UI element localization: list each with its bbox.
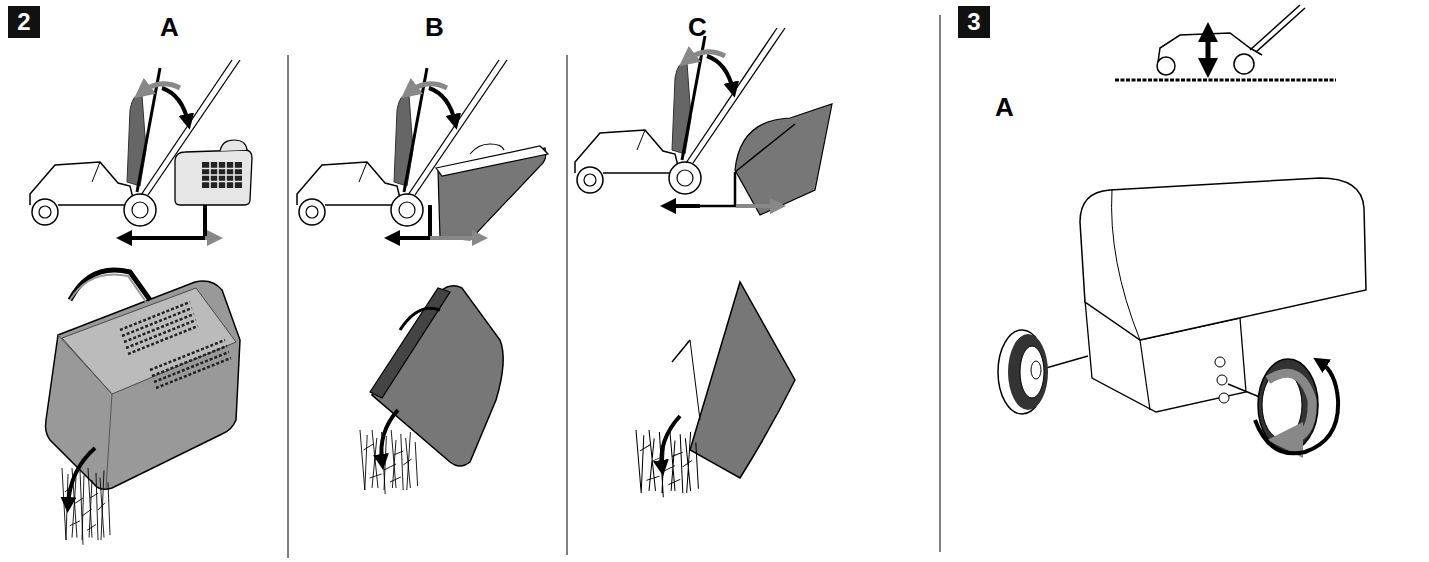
empty-arrow bbox=[661, 416, 680, 468]
panel-letter: C bbox=[688, 14, 707, 40]
remove-arrow bbox=[668, 204, 700, 208]
divider bbox=[940, 15, 941, 552]
grass-bag bbox=[436, 144, 548, 240]
emptying-bag bbox=[672, 282, 795, 478]
remove-arrow bbox=[124, 205, 205, 238]
grass-clippings bbox=[636, 430, 698, 497]
fit-arrow bbox=[205, 236, 215, 240]
remove-arrow bbox=[392, 205, 430, 238]
empty-arrow bbox=[68, 448, 95, 505]
grass-box bbox=[175, 140, 252, 205]
step-number-box: 2 bbox=[8, 6, 40, 38]
panel-letter: B bbox=[425, 14, 444, 40]
fit-arrow bbox=[736, 204, 778, 208]
grass-clippings bbox=[62, 468, 110, 545]
grass-bag bbox=[700, 104, 832, 215]
step-number: 2 bbox=[17, 10, 30, 34]
fit-arrow bbox=[430, 236, 480, 240]
divider bbox=[567, 55, 568, 555]
emptying-bag bbox=[370, 286, 503, 466]
height-icon bbox=[1115, 5, 1336, 80]
panel-letter: A bbox=[160, 14, 179, 40]
step-number-box: 3 bbox=[958, 6, 990, 38]
empty-arrow bbox=[381, 410, 398, 462]
grass-clippings bbox=[360, 430, 418, 494]
divider bbox=[288, 55, 289, 558]
mower-perspective bbox=[998, 178, 1366, 453]
panel-letter: A bbox=[995, 94, 1014, 120]
step-number: 3 bbox=[967, 10, 980, 34]
emptying-box bbox=[46, 270, 241, 489]
